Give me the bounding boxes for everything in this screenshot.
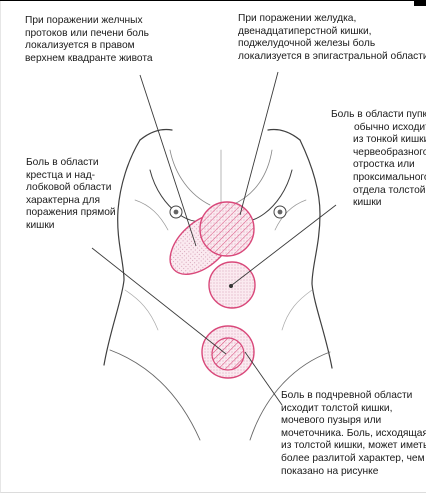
pain-zone-epigastric (200, 202, 254, 256)
leader-bile (140, 75, 196, 246)
pain-zone-hypogastric (202, 326, 254, 378)
label-bile-ducts: При поражении желчных протоков или печен… (25, 15, 153, 65)
label-sacrum: Боль в области крестца и над- лобковой о… (26, 157, 116, 233)
label-stomach: При поражении желудка, двенадцатиперстно… (238, 13, 426, 63)
label-hypogastric: Боль в подчревной области исходит толсто… (281, 390, 426, 478)
leader-stomach (240, 72, 278, 215)
leader-lower (245, 352, 282, 405)
label-navel: Боль в области пупка обычно исходит из т… (331, 109, 426, 210)
